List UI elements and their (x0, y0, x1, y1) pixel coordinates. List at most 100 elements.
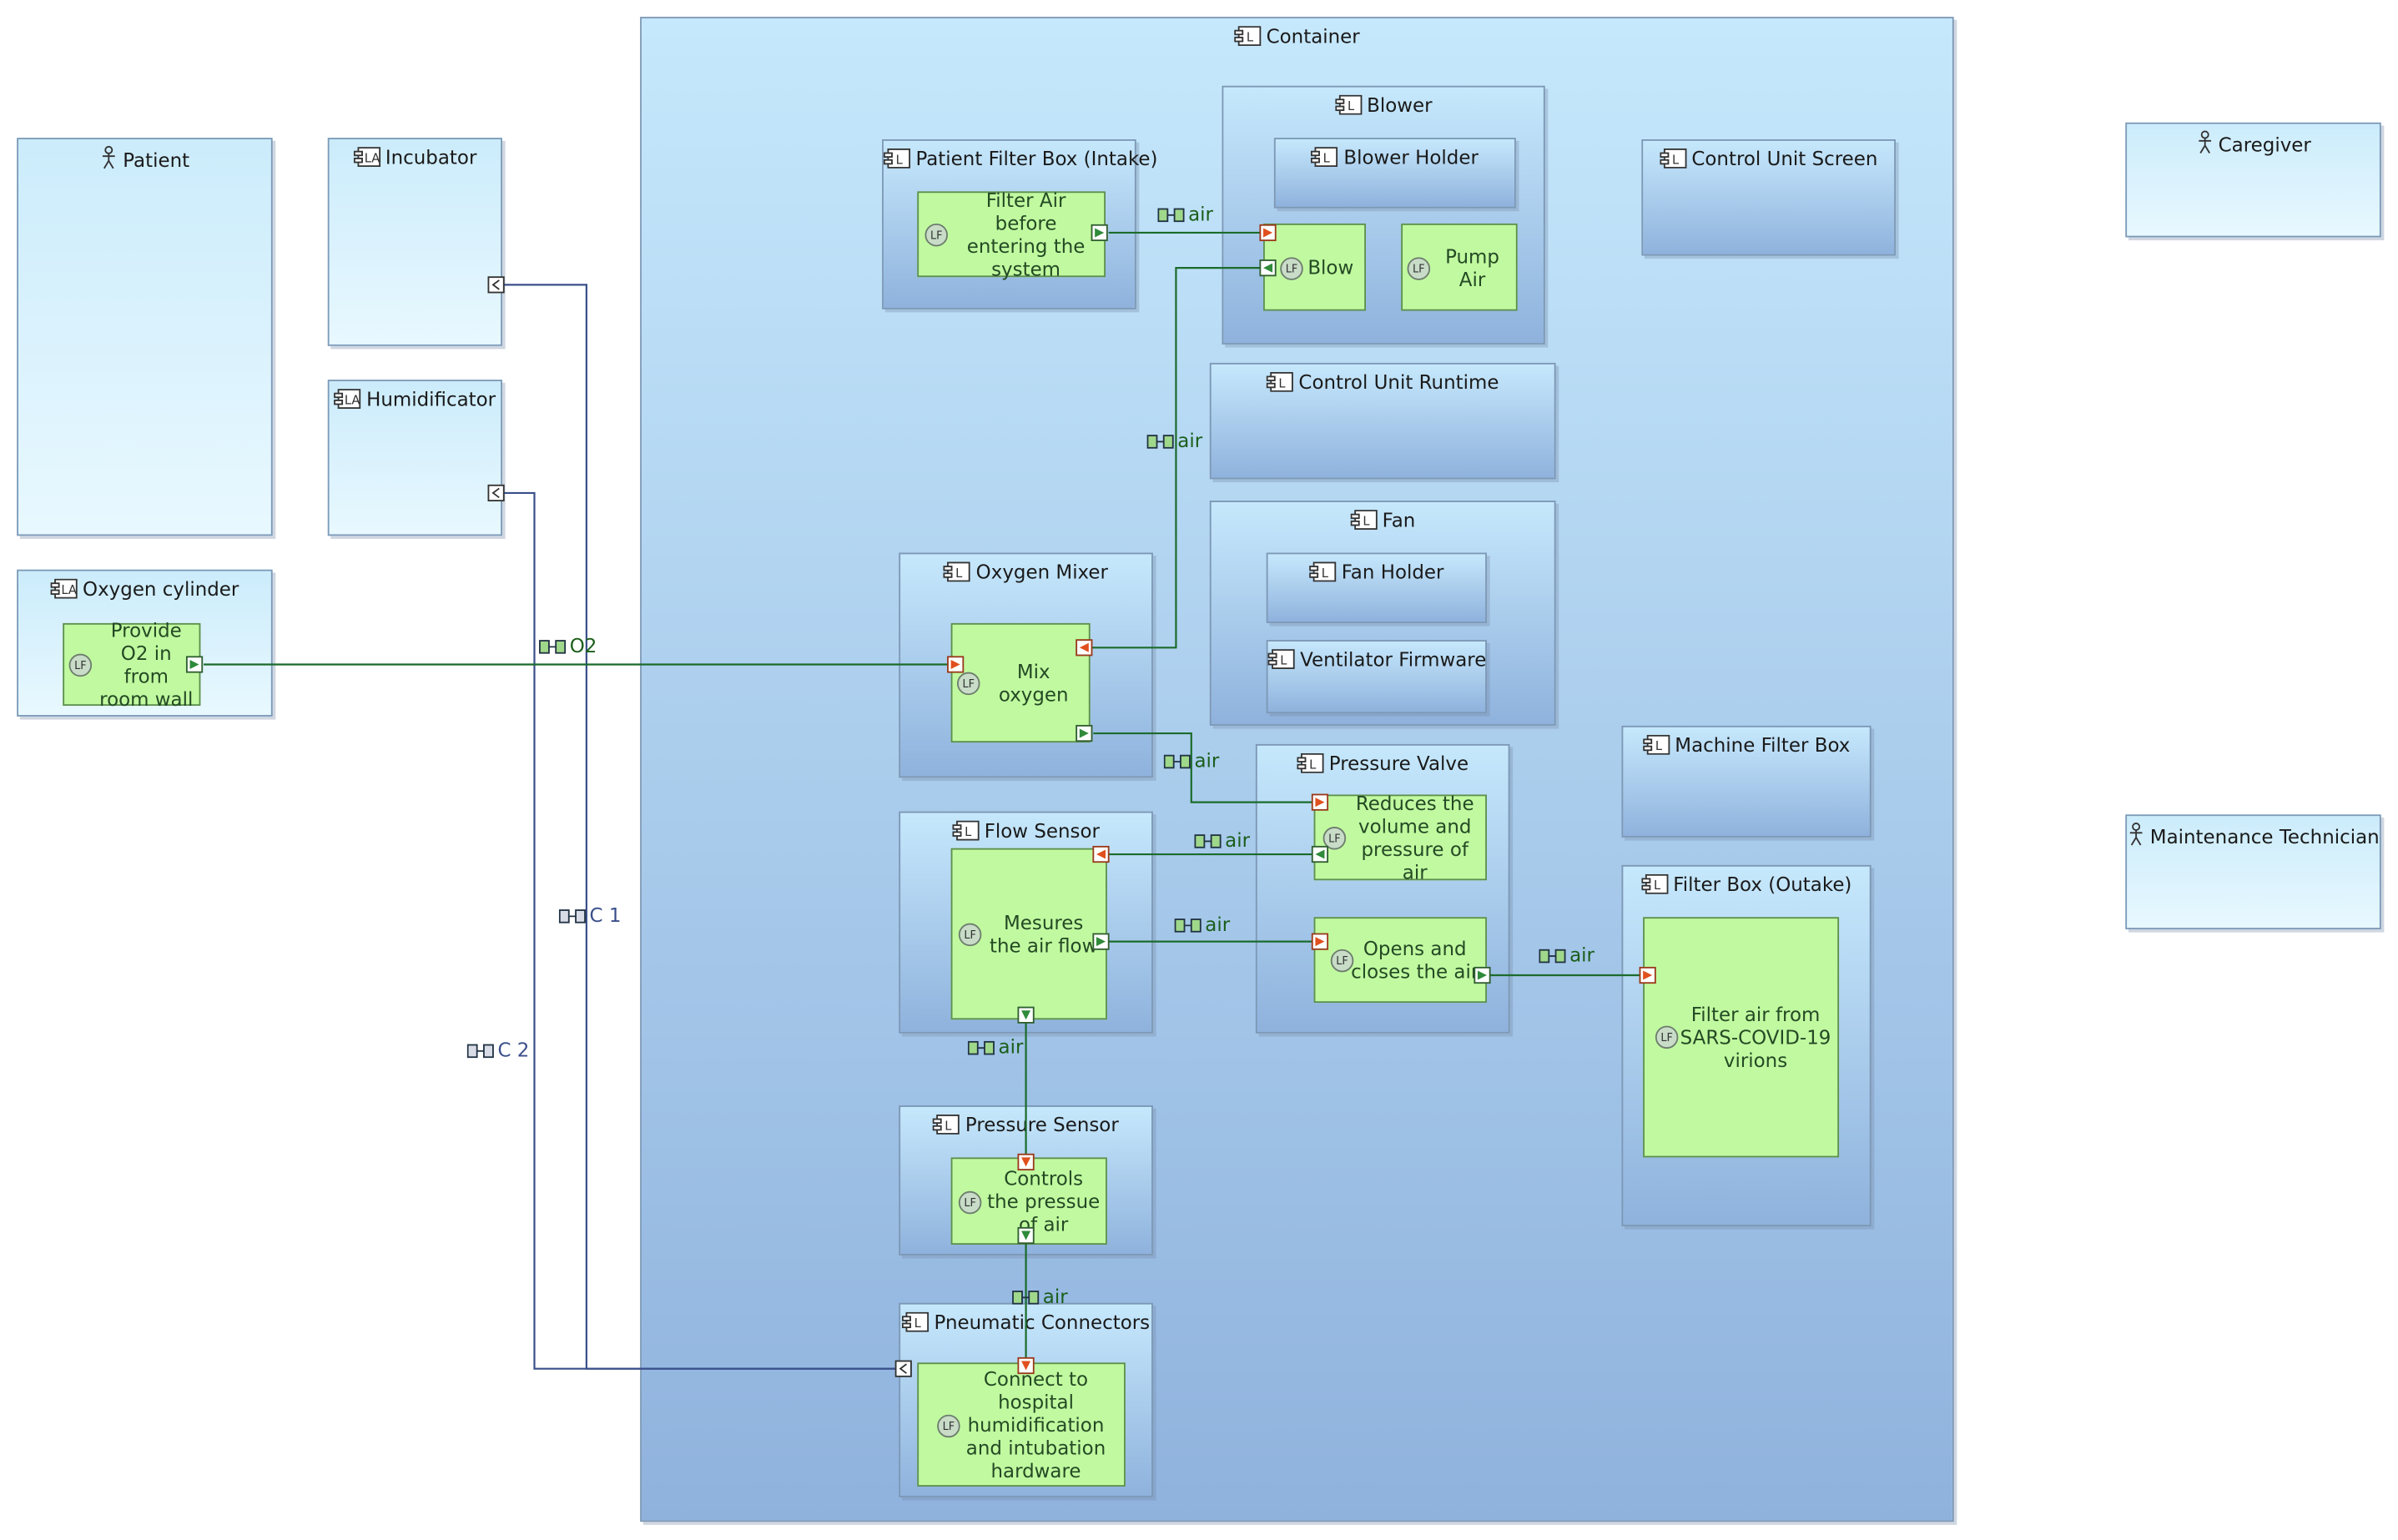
exchange-label-c1[interactable]: C 1 (558, 903, 622, 927)
function-label: Controls the pressue of air (987, 1166, 1101, 1236)
exchange-label-air-1[interactable]: air (1157, 202, 1213, 225)
label: air (998, 1034, 1024, 1059)
label: Ventilator Firmware (1300, 647, 1487, 671)
component-port-incubator[interactable] (487, 276, 505, 294)
label: air (1177, 428, 1203, 452)
function-pump-air[interactable]: LF Pump Air (1401, 223, 1518, 311)
exchange-label-air-8[interactable]: air (1012, 1285, 1068, 1307)
actor-caregiver[interactable]: Caregiver (2125, 122, 2381, 238)
exchange-label-air-5[interactable]: air (1174, 913, 1230, 935)
input-port-mesures-flow-top[interactable] (1092, 845, 1110, 863)
svg-text:L: L (945, 1119, 953, 1133)
svg-text:L: L (914, 1316, 922, 1331)
exchange-label-air-6[interactable]: air (1539, 943, 1594, 966)
component-exchange-icon (1539, 949, 1566, 964)
logical-actor-component-icon: LA (334, 389, 361, 409)
input-port-connect-hospital[interactable] (1017, 1356, 1035, 1375)
label: Machine Filter Box (1675, 733, 1851, 757)
input-port-mix-oxygen-right[interactable] (1076, 639, 1093, 657)
component-exchange-icon (538, 640, 567, 654)
exchange-label-o2[interactable]: O2 (538, 634, 597, 657)
link-mixer-to-valve[interactable] (1093, 732, 1312, 803)
label: C 1 (589, 903, 622, 927)
actor-patient[interactable]: Patient (17, 138, 273, 536)
exchange-label-c2[interactable]: C 2 (466, 1038, 530, 1061)
exchange-label-air-2[interactable]: air (1146, 428, 1203, 452)
link-c2[interactable] (501, 491, 899, 1370)
output-port-opens-closes[interactable] (1474, 966, 1491, 984)
function-mix-oxygen[interactable]: LF Mix oxygen (950, 622, 1091, 743)
input-port-blow-top[interactable] (1259, 224, 1277, 242)
exchange-label-air-7[interactable]: air (967, 1034, 1024, 1059)
logical-function-icon: LF (1407, 257, 1431, 280)
function-label: Filter air from SARS-COVID-19 virions (1680, 1003, 1831, 1072)
svg-text:L: L (1672, 153, 1680, 167)
exchange-label-air-4[interactable]: air (1194, 828, 1250, 851)
svg-text:LA: LA (364, 152, 380, 166)
input-port-controls-pressure[interactable] (1017, 1153, 1035, 1171)
component-exchange-icon (558, 909, 586, 923)
function-mesures-flow[interactable]: LF Mesures the air flow (950, 848, 1107, 1020)
label: C 2 (497, 1038, 530, 1061)
output-port-mesures-flow-bottom[interactable] (1017, 1006, 1035, 1024)
component-port-pneumatic-connectors[interactable] (894, 1360, 912, 1377)
svg-text:L: L (1363, 514, 1370, 528)
actor-maintenance-title: Maintenance Technician (2127, 823, 2380, 848)
function-label: Connect to hospital humidification and i… (965, 1366, 1106, 1482)
output-port-mesures-flow-right[interactable] (1092, 933, 1110, 950)
label: Container (1266, 24, 1360, 48)
function-filter-air-before[interactable]: LF Filter Air before entering the system (917, 188, 1106, 280)
function-label: Filter Air before entering the system (966, 188, 1086, 280)
logical-actor-component-icon: LA (353, 147, 380, 168)
input-port-filter-covid[interactable] (1639, 966, 1656, 984)
function-reduces-volume[interactable]: LF Reduces the volume and pressure of ai… (1313, 791, 1487, 883)
output-port-reduces-volume[interactable] (1311, 845, 1329, 863)
output-port-mix-oxygen[interactable] (1076, 724, 1093, 742)
input-port-mix-oxygen-left[interactable] (947, 656, 965, 673)
svg-text:L: L (1655, 739, 1662, 753)
logical-function-icon: LF (1280, 257, 1303, 280)
component-machine-filter-box[interactable]: L Machine Filter Box (1621, 725, 1872, 838)
function-provide-o2[interactable]: LF Provide O2 in from room wall (63, 618, 201, 711)
link-c1[interactable] (501, 284, 899, 1370)
component-port-humidificator[interactable] (487, 484, 505, 502)
actor-maintenance-technician[interactable]: Maintenance Technician (2125, 814, 2381, 929)
output-port-provide-o2[interactable] (185, 656, 204, 673)
machine-filter-box-title: L Machine Filter Box (1623, 733, 1869, 757)
output-port-blow[interactable] (1259, 259, 1277, 277)
function-filter-covid[interactable]: LF Filter air from SARS-COVID-19 virions (1643, 917, 1840, 1158)
function-label: Pump Air (1445, 244, 1499, 290)
function-connect-hospital[interactable]: LF Connect to hospital humidification an… (917, 1362, 1126, 1487)
label: Humidificator (366, 387, 496, 410)
function-blow[interactable]: LF Blow (1263, 223, 1366, 311)
component-exchange-icon (1157, 208, 1185, 223)
input-port-opens-closes[interactable] (1311, 933, 1329, 950)
output-port-filter-air[interactable] (1091, 224, 1108, 242)
exchange-label-air-3[interactable]: air (1163, 748, 1219, 772)
input-port-reduces-volume[interactable] (1311, 793, 1329, 811)
function-opens-closes[interactable]: LF Opens and closes the air (1313, 917, 1487, 1004)
label: Filter Box (Outake) (1673, 873, 1852, 896)
output-port-controls-pressure[interactable] (1017, 1226, 1035, 1245)
function-label: Reduces the volume and pressure of air (1355, 791, 1474, 883)
link-blow-to-mixer[interactable] (1091, 267, 1265, 649)
